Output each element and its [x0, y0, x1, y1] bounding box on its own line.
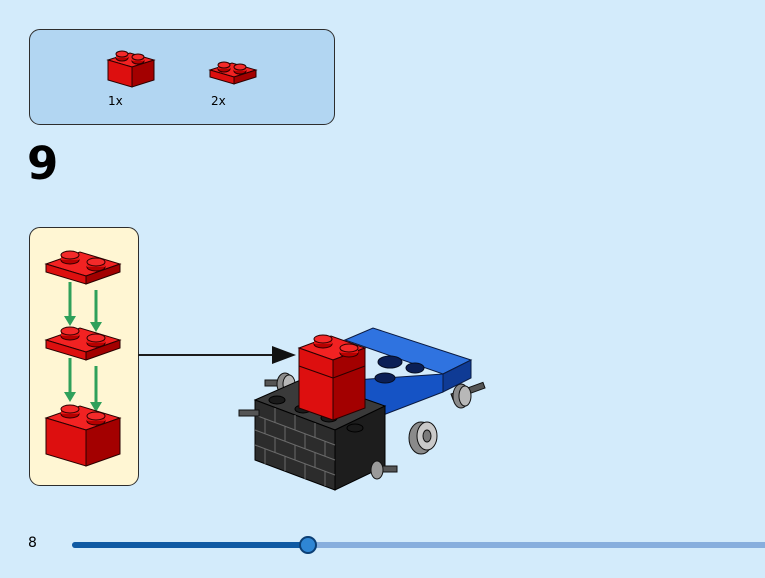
red-plate-1x2-icon	[44, 250, 122, 285]
callout-arrow-icon	[272, 346, 296, 364]
page-number: 8	[28, 535, 37, 551]
red-plate-1x2-icon	[208, 61, 258, 85]
parts-list-box: 1x 2x	[29, 29, 335, 125]
down-arrow-icon	[64, 358, 102, 412]
red-brick-1x2-icon	[106, 50, 156, 88]
red-brick-1x2-icon	[44, 404, 122, 467]
callout-line	[138, 354, 283, 356]
red-brick-2x2-icon	[297, 334, 367, 421]
black-base	[253, 377, 387, 491]
progress-bar	[72, 536, 765, 554]
sub-assembly-box	[29, 227, 139, 486]
part-quantity-brick: 1x	[108, 94, 123, 108]
vehicle-model-icon	[238, 327, 486, 491]
progress-fill	[72, 542, 308, 548]
progress-knob[interactable]	[298, 536, 317, 554]
red-plate-1x2-icon	[44, 326, 122, 361]
sub-assembly-diagram	[44, 250, 122, 467]
wheel-icon	[370, 460, 398, 480]
wheel-icon	[238, 409, 438, 455]
step-number: 9	[27, 137, 59, 190]
part-quantity-plate: 2x	[211, 94, 226, 108]
down-arrow-icon	[64, 282, 102, 332]
wheel-icon	[450, 381, 486, 409]
